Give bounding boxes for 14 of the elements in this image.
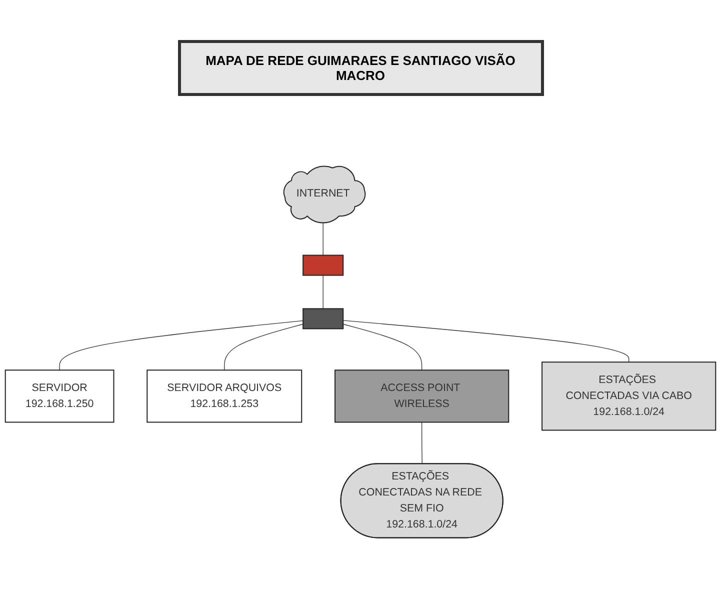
connector: [342, 320, 630, 362]
connector: [59, 320, 304, 370]
node-box: [302, 254, 344, 276]
node-box: SERVIDOR 192.168.1.250: [4, 370, 114, 423]
connector: [322, 222, 324, 256]
connector: [342, 324, 422, 370]
node-box: [302, 308, 344, 330]
node-box: ESTAÇÕES CONECTADAS VIA CABO 192.168.1.0/24: [542, 362, 716, 431]
connector: [322, 274, 324, 310]
title: MAPA DE REDE GUIMARAES E SANTIAGO VISÃO MACRO: [178, 40, 544, 96]
connector: [421, 422, 422, 464]
node-box: ACCESS POINT WIRELESS: [334, 370, 510, 423]
node-box: SERVIDOR ARQUIVOS 192.168.1.253: [146, 370, 302, 423]
connector: [224, 324, 304, 370]
